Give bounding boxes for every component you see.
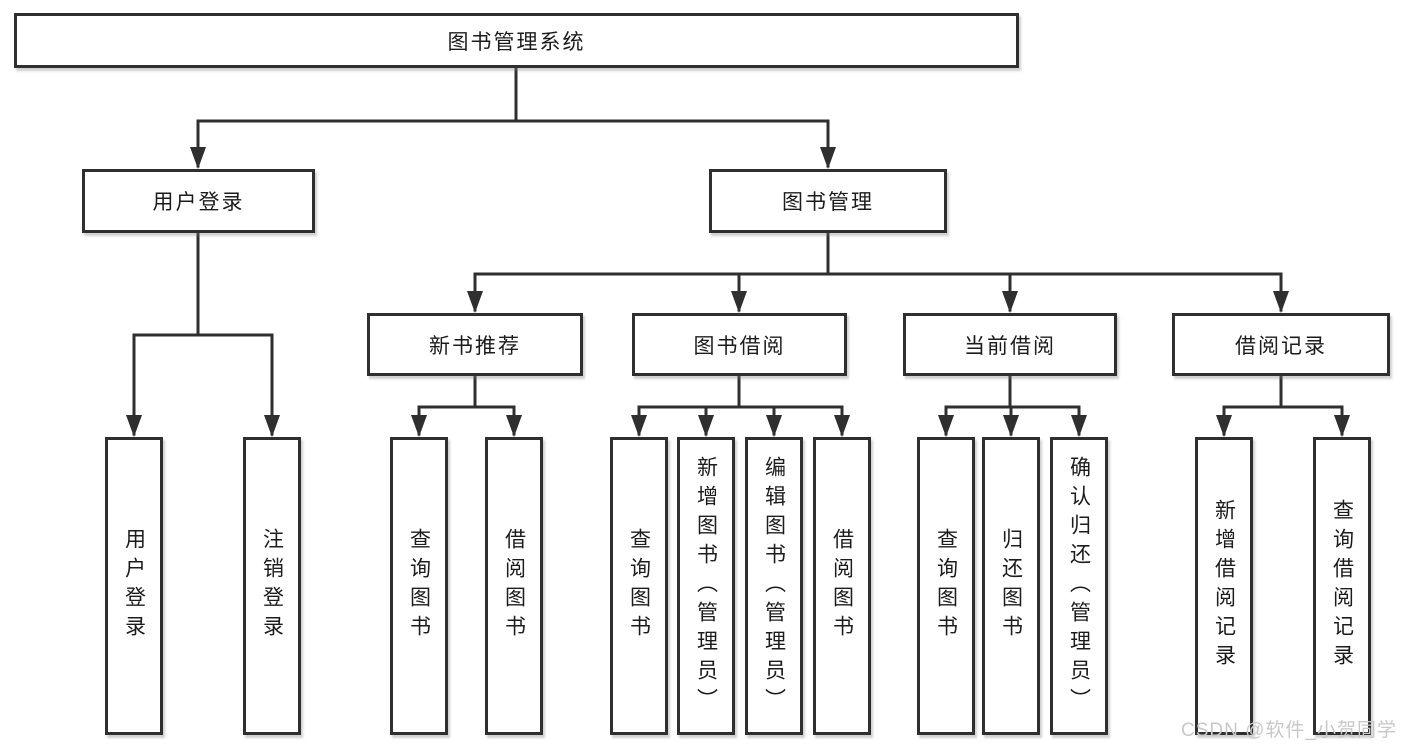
node-leaf-edit-book-admin: 编辑图书（管理员） <box>745 437 803 735</box>
node-leaf-query-books-1: 查询图书 <box>390 437 448 735</box>
node-leaf-query-borrow-record: 查询借阅记录 <box>1313 437 1371 735</box>
node-leaf-logout: 注销登录 <box>243 437 301 735</box>
node-leaf-add-borrow-record: 新增借阅记录 <box>1195 437 1253 735</box>
node-group-new-books: 新书推荐 <box>367 313 583 376</box>
node-leaf-add-book-admin: 新增图书（管理员） <box>677 437 735 735</box>
watermark: CSDN @软件_小贺同学 <box>1181 720 1397 741</box>
node-leaf-query-books-3: 查询图书 <box>917 437 975 735</box>
node-leaf-borrow-books-2: 借阅图书 <box>813 437 871 735</box>
node-leaf-return-book: 归还图书 <box>982 437 1040 735</box>
node-leaf-confirm-return-admin: 确认归还（管理员） <box>1050 437 1108 735</box>
node-root-system: 图书管理系统 <box>14 13 1019 68</box>
node-leaf-user-login: 用户登录 <box>105 437 163 735</box>
node-branch-book-mgmt: 图书管理 <box>709 169 947 233</box>
node-leaf-borrow-books-1: 借阅图书 <box>485 437 543 735</box>
node-group-current-borrow: 当前借阅 <box>903 313 1117 376</box>
node-branch-user-login: 用户登录 <box>82 169 315 233</box>
node-group-borrow-records: 借阅记录 <box>1172 313 1390 376</box>
node-leaf-query-books-2: 查询图书 <box>610 437 668 735</box>
node-group-book-borrow: 图书借阅 <box>632 313 847 376</box>
